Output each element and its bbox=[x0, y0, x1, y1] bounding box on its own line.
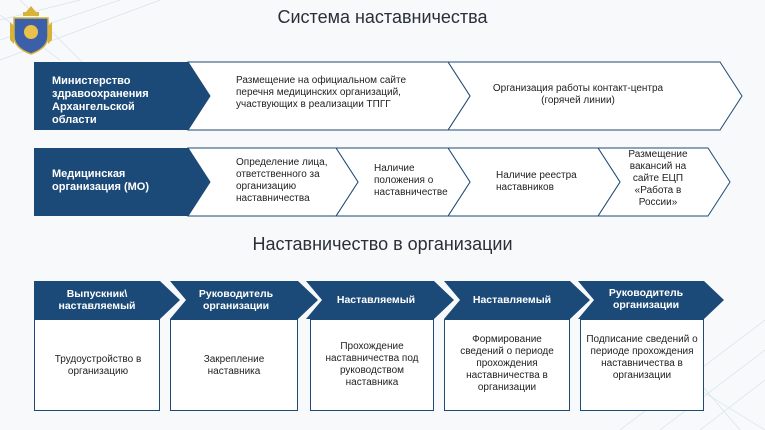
row2-step2-label: Наличие положения о наставничестве bbox=[374, 163, 448, 198]
row1-head-shape bbox=[34, 62, 210, 130]
row3-box4 bbox=[444, 319, 570, 411]
row2-step4-label: Размещение вакансий на сайте ЕЦП «Работа… bbox=[628, 149, 688, 208]
row2-step3-label: Наличие реестра наставников bbox=[496, 170, 577, 193]
row3-box5-text: Подписание сведений о периоде прохождени… bbox=[586, 334, 698, 381]
row1-head-label: Министерство здравоохранения Архангельск… bbox=[52, 75, 149, 126]
row3-box5 bbox=[580, 319, 704, 411]
row3-box4-text: Формирование сведений о периоде прохожде… bbox=[460, 334, 554, 393]
row3-header1-arrow bbox=[34, 281, 180, 319]
row3-header3-arrow bbox=[306, 281, 454, 319]
row3-box1-text: Трудоустройство в организацию bbox=[54, 354, 142, 377]
row3-header1-label: Выпускник\ наставляемый bbox=[58, 288, 136, 312]
row3-box3-text: Прохождение наставничества под руководст… bbox=[325, 341, 419, 388]
row3-header5-label: Руководитель организации bbox=[608, 287, 684, 311]
row2-head-shape bbox=[34, 148, 210, 216]
row3-box1 bbox=[34, 319, 160, 411]
row3-header2-arrow bbox=[170, 281, 318, 319]
row2-step1-label: Определение лица, ответственного за орга… bbox=[236, 157, 328, 204]
row3-header4-arrow bbox=[444, 281, 590, 319]
row1-step1-label: Размещение на официальном сайте перечня … bbox=[236, 75, 407, 110]
coat-of-arms-emblem bbox=[10, 6, 52, 55]
row3-header3-label: Наставляемый bbox=[336, 294, 416, 306]
row3-box2 bbox=[170, 319, 298, 411]
row2-head-label: Медицинская организация (МО) bbox=[52, 168, 150, 193]
row3-box3 bbox=[310, 319, 434, 411]
row1-step2-label: Организация работы контакт-центра (горяч… bbox=[492, 83, 664, 106]
row3-header4-label: Наставляемый bbox=[472, 294, 552, 306]
row3-box2-text: Закрепление наставника bbox=[203, 354, 265, 377]
row3-header2-label: Руководитель организации bbox=[198, 288, 274, 312]
row3-header5-arrow bbox=[578, 281, 724, 319]
section-subtitle: Наставничество в организации bbox=[252, 234, 513, 254]
page-title: Система наставничества bbox=[277, 7, 488, 27]
